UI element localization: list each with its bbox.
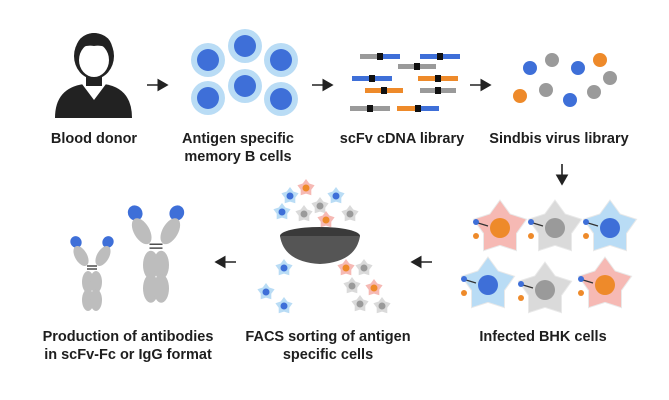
flow-arrows bbox=[147, 78, 569, 269]
step-label-sindbis-library: Sindbis virus library bbox=[489, 131, 629, 147]
virus-particle bbox=[513, 89, 527, 103]
antibody bbox=[70, 236, 114, 311]
sorted-cell bbox=[343, 277, 361, 294]
sorted-cell bbox=[281, 187, 299, 204]
cdna-strand bbox=[352, 75, 392, 82]
step-label-infected-bhk: Infected BHK cells bbox=[479, 329, 607, 345]
cdna-strand bbox=[360, 53, 400, 60]
step-label-memory-b-cells: Antigen specific memory B cells bbox=[182, 131, 294, 165]
sorted-cell bbox=[275, 259, 293, 276]
bhk-cell bbox=[527, 199, 583, 252]
sorted-cell bbox=[337, 259, 355, 276]
infected-bhk-cells-icon bbox=[460, 199, 638, 314]
step-label-blood-donor: Blood donor bbox=[50, 131, 138, 147]
b-cell-nucleus bbox=[270, 49, 292, 71]
antibodies-icon bbox=[70, 205, 185, 311]
blood-donor-icon bbox=[55, 33, 132, 118]
cdna-strand bbox=[420, 87, 456, 94]
virus-particle bbox=[593, 53, 607, 67]
scfv-cdna-library-icon bbox=[350, 53, 460, 112]
sorted-cell bbox=[355, 259, 373, 276]
sorted-cell bbox=[365, 279, 383, 296]
cdna-strand bbox=[398, 63, 436, 70]
b-cell-nucleus bbox=[270, 88, 292, 110]
bhk-cell bbox=[472, 199, 528, 252]
bhk-cell bbox=[517, 261, 573, 314]
cdna-strand bbox=[397, 105, 439, 112]
sorted-cell bbox=[273, 203, 291, 220]
memory-b-cells-icon bbox=[191, 29, 298, 116]
sorted-cell bbox=[311, 197, 329, 214]
bhk-cell bbox=[577, 256, 633, 309]
virus-particle bbox=[563, 93, 577, 107]
b-cell-nucleus bbox=[197, 87, 219, 109]
b-cell-nucleus bbox=[197, 49, 219, 71]
sorted-cell bbox=[295, 205, 313, 222]
sindbis-virus-particles-icon bbox=[513, 53, 617, 107]
cdna-strand bbox=[420, 53, 460, 60]
sorting-bowl bbox=[280, 236, 360, 264]
bhk-cell bbox=[460, 256, 516, 309]
sorted-cell bbox=[317, 211, 335, 228]
sorted-cell bbox=[373, 297, 391, 314]
virus-particle bbox=[587, 85, 601, 99]
cdna-strand bbox=[418, 75, 458, 82]
antibody bbox=[127, 205, 185, 303]
sorted-cell bbox=[275, 297, 293, 314]
cdna-strand bbox=[365, 87, 403, 94]
virus-particle bbox=[539, 83, 553, 97]
virus-particle bbox=[571, 61, 585, 75]
b-cell-nucleus bbox=[234, 35, 256, 57]
virus-particle bbox=[523, 61, 537, 75]
virus-particle bbox=[545, 53, 559, 67]
sorted-cell bbox=[341, 205, 359, 222]
b-cell-nucleus bbox=[234, 75, 256, 97]
cdna-strand bbox=[350, 105, 390, 112]
sorted-cell bbox=[297, 179, 315, 196]
step-label-scfv-library: scFv cDNA library bbox=[339, 131, 465, 147]
step-label-facs-sorting: FACS sorting of antigen specific cells bbox=[245, 329, 411, 363]
sorted-cell bbox=[351, 295, 369, 312]
step-label-antibody-production: Production of antibodies in scFv-Fc or I… bbox=[42, 329, 214, 363]
bhk-cell bbox=[582, 199, 638, 252]
sorted-cell bbox=[327, 187, 345, 204]
sorted-cell bbox=[257, 283, 275, 300]
virus-particle bbox=[603, 71, 617, 85]
facs-sorting-icon bbox=[257, 179, 391, 314]
